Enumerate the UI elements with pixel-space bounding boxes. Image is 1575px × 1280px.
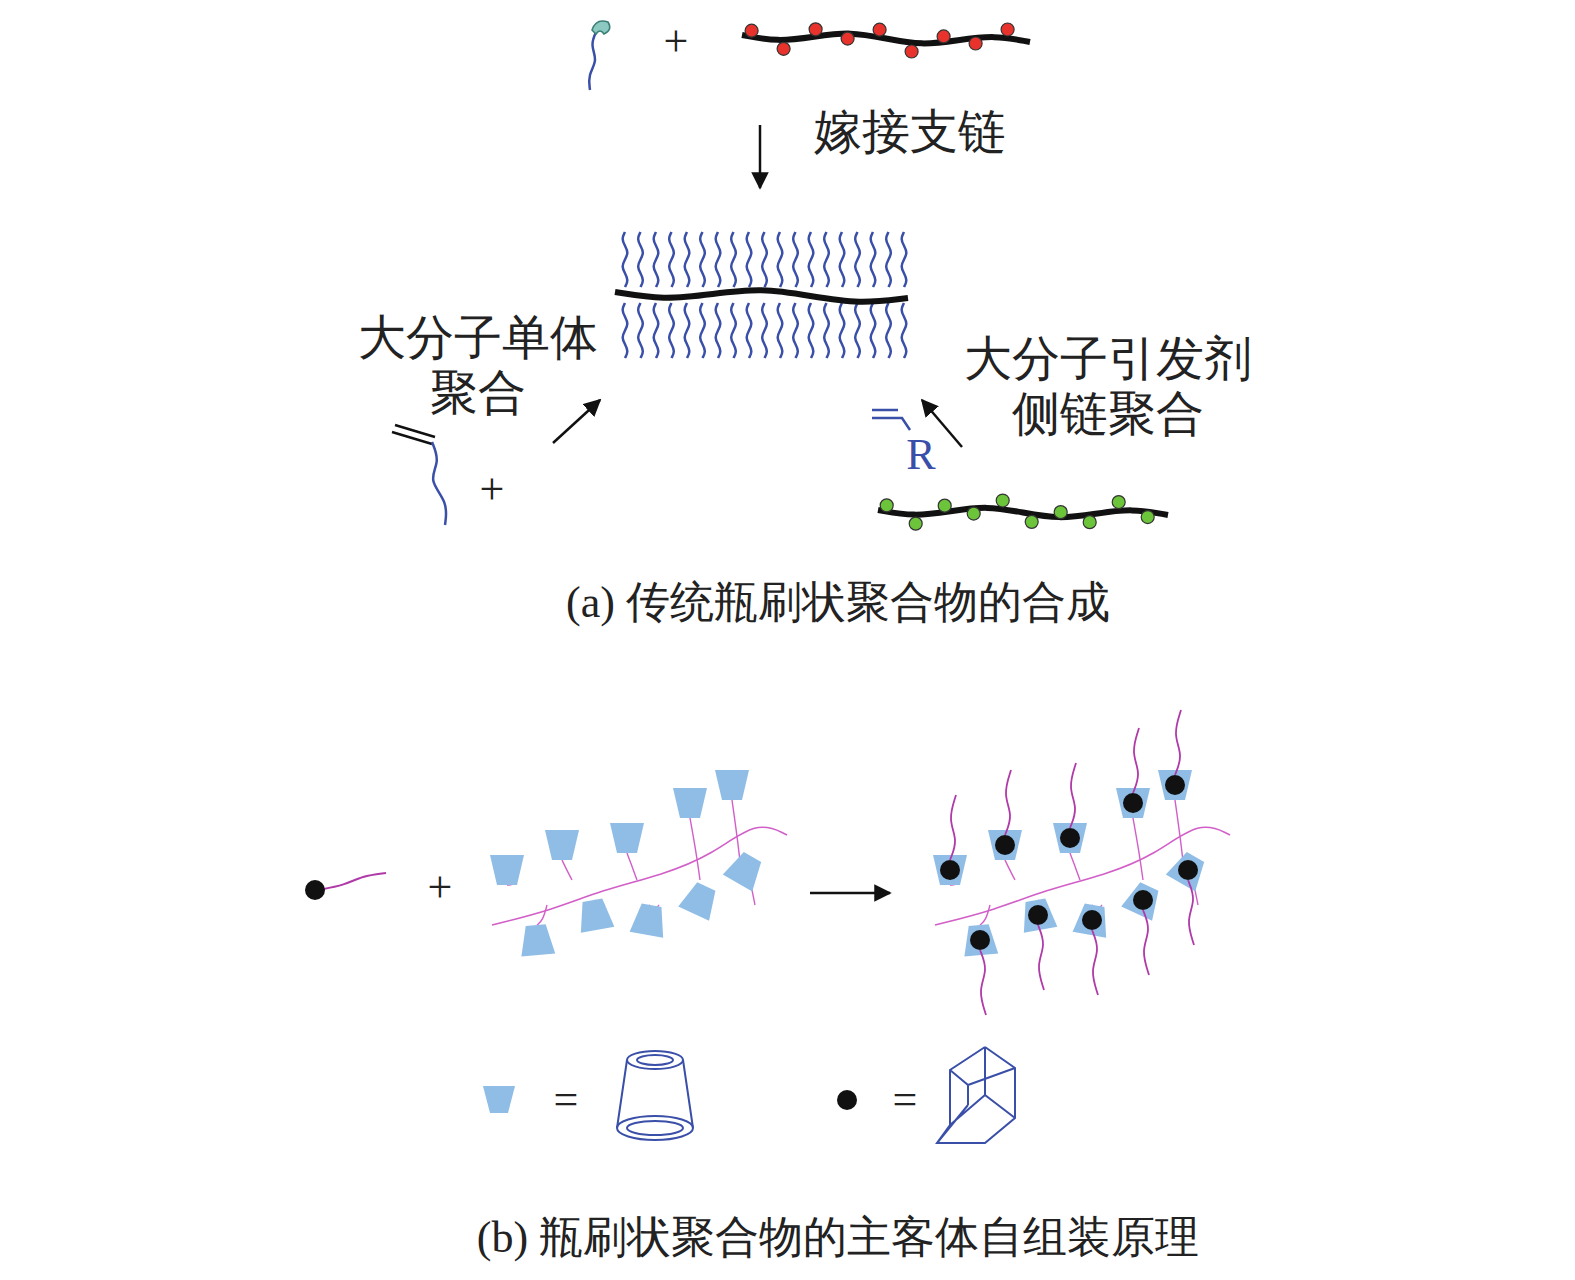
label: + bbox=[664, 17, 689, 68]
macromonomer bbox=[392, 425, 446, 525]
host-polymer bbox=[490, 770, 787, 956]
label: (a) 传统瓶刷状聚合物的合成 bbox=[566, 578, 1110, 629]
label: 嫁接支链 bbox=[814, 104, 1006, 159]
side-chain bbox=[589, 21, 610, 90]
label: = bbox=[893, 1075, 918, 1126]
arrow bbox=[553, 400, 600, 443]
arrow bbox=[810, 893, 890, 894]
label: (b) 瓶刷状聚合物的主客体自组装原理 bbox=[477, 1213, 1199, 1264]
arrow bbox=[760, 125, 761, 188]
assembled-brush bbox=[933, 710, 1230, 1015]
adamantane-symbol bbox=[937, 1047, 1015, 1143]
backbone-chain bbox=[878, 494, 1168, 530]
guest-symbol bbox=[837, 1090, 857, 1110]
guest-chain bbox=[305, 873, 386, 900]
cyclodextrin-symbol bbox=[617, 1051, 693, 1140]
label: R bbox=[906, 430, 935, 481]
label: + bbox=[428, 863, 453, 914]
label: 大分子单体 聚合 bbox=[351, 310, 605, 420]
label: = bbox=[554, 1075, 579, 1126]
host-symbol bbox=[483, 1086, 515, 1113]
label: + bbox=[480, 465, 505, 516]
label: 大分子引发剂 侧链聚合 bbox=[957, 331, 1259, 441]
monomer bbox=[872, 410, 910, 430]
bottlebrush bbox=[615, 232, 908, 358]
backbone-chain bbox=[742, 23, 1030, 58]
